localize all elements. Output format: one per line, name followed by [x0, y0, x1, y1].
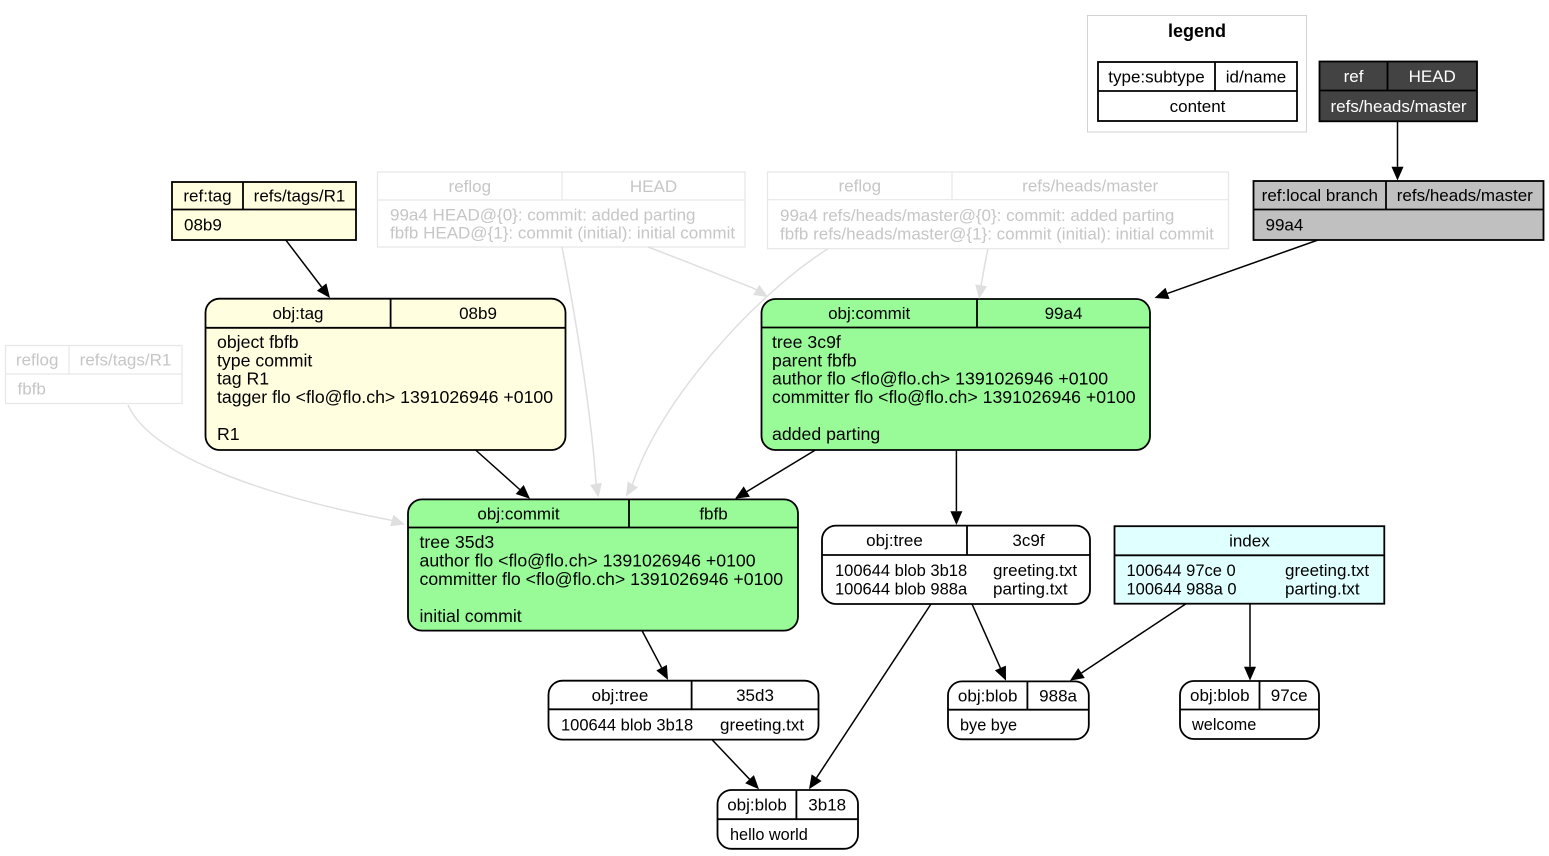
svg-text:obj:tree: obj:tree [592, 686, 649, 705]
svg-text:object fbfb: object fbfb [217, 332, 299, 352]
svg-text:refs/heads/master: refs/heads/master [1331, 97, 1467, 116]
svg-text:legend: legend [1168, 21, 1226, 41]
svg-text:fbfb HEAD@{1}: commit (initial: fbfb HEAD@{1}: commit (initial): initial… [390, 224, 735, 243]
svg-text:fbfb refs/heads/master@{1}: co: fbfb refs/heads/master@{1}: commit (init… [780, 224, 1214, 243]
svg-text:refs/tags/R1: refs/tags/R1 [254, 187, 346, 206]
svg-text:parting.txt: parting.txt [1285, 580, 1360, 599]
svg-text:added parting: added parting [772, 424, 880, 444]
svg-text:refs/heads/master: refs/heads/master [1397, 186, 1533, 205]
svg-text:tree 3c9f: tree 3c9f [772, 332, 841, 352]
svg-text:obj:commit: obj:commit [828, 304, 910, 323]
svg-text:3b18: 3b18 [808, 796, 846, 815]
svg-text:greeting.txt: greeting.txt [720, 715, 804, 734]
svg-text:bye bye: bye bye [960, 716, 1017, 734]
svg-text:obj:tree: obj:tree [866, 531, 923, 550]
svg-text:committer flo <flo@flo.ch> 139: committer flo <flo@flo.ch> 1391026946 +0… [420, 569, 784, 589]
svg-text:greeting.txt: greeting.txt [993, 561, 1077, 580]
svg-text:tree 35d3: tree 35d3 [420, 532, 495, 552]
svg-text:obj:blob: obj:blob [1190, 686, 1250, 705]
svg-text:refs/heads/master: refs/heads/master [1022, 177, 1158, 196]
svg-text:reflog: reflog [839, 177, 882, 196]
svg-text:id/name: id/name [1226, 67, 1286, 86]
svg-text:obj:commit: obj:commit [477, 504, 559, 523]
svg-text:committer flo <flo@flo.ch> 139: committer flo <flo@flo.ch> 1391026946 +0… [772, 387, 1136, 407]
svg-text:welcome: welcome [1191, 716, 1256, 734]
svg-text:content: content [1170, 97, 1226, 116]
svg-text:type:subtype: type:subtype [1108, 67, 1204, 86]
svg-text:R1: R1 [217, 424, 240, 444]
svg-text:index: index [1229, 532, 1270, 551]
svg-text:obj:blob: obj:blob [958, 686, 1018, 705]
svg-text:3c9f: 3c9f [1012, 531, 1044, 550]
svg-text:97ce: 97ce [1271, 686, 1308, 705]
svg-text:ref:tag: ref:tag [183, 187, 231, 206]
svg-text:obj:blob: obj:blob [727, 796, 787, 815]
svg-text:reflog: reflog [449, 177, 492, 196]
svg-text:author flo <flo@flo.ch> 139102: author flo <flo@flo.ch> 1391026946 +0100 [420, 551, 756, 571]
svg-text:HEAD: HEAD [1409, 67, 1456, 86]
svg-text:35d3: 35d3 [736, 686, 774, 705]
svg-text:fbfb: fbfb [699, 504, 727, 523]
svg-text:reflog: reflog [16, 351, 59, 370]
svg-text:ref: ref [1344, 67, 1364, 86]
svg-text:parting.txt: parting.txt [993, 580, 1068, 599]
svg-text:100644 988a 0: 100644 988a 0 [1127, 581, 1237, 599]
svg-text:99a4: 99a4 [1266, 216, 1304, 235]
svg-text:100644 blob 3b18: 100644 blob 3b18 [835, 562, 967, 580]
svg-text:author flo <flo@flo.ch> 139102: author flo <flo@flo.ch> 1391026946 +0100 [772, 369, 1108, 389]
svg-text:08b9: 08b9 [184, 216, 222, 235]
svg-text:08b9: 08b9 [459, 304, 497, 323]
svg-text:parent fbfb: parent fbfb [772, 350, 857, 370]
svg-text:99a4: 99a4 [1045, 304, 1083, 323]
svg-text:fbfb: fbfb [18, 380, 46, 399]
svg-text:obj:tag: obj:tag [272, 304, 323, 323]
svg-text:100644 blob 988a: 100644 blob 988a [835, 581, 968, 599]
svg-text:ref:local branch: ref:local branch [1262, 186, 1378, 205]
svg-text:tagger flo <flo@flo.ch> 139102: tagger flo <flo@flo.ch> 1391026946 +0100 [217, 387, 553, 407]
svg-text:hello world: hello world [730, 826, 808, 844]
svg-text:type commit: type commit [217, 350, 312, 370]
svg-text:100644 97ce 0: 100644 97ce 0 [1127, 562, 1236, 580]
svg-text:HEAD: HEAD [630, 177, 677, 196]
svg-text:99a4 refs/heads/master@{0}: co: 99a4 refs/heads/master@{0}: commit: adde… [780, 206, 1174, 225]
svg-text:initial commit: initial commit [420, 606, 522, 626]
svg-text:refs/tags/R1: refs/tags/R1 [80, 351, 172, 370]
svg-text:988a: 988a [1039, 686, 1077, 705]
svg-text:tag R1: tag R1 [217, 369, 269, 389]
svg-text:99a4 HEAD@{0}: commit: added p: 99a4 HEAD@{0}: commit: added parting [390, 205, 696, 224]
svg-text:greeting.txt: greeting.txt [1285, 561, 1369, 580]
svg-text:100644 blob 3b18: 100644 blob 3b18 [561, 716, 693, 734]
